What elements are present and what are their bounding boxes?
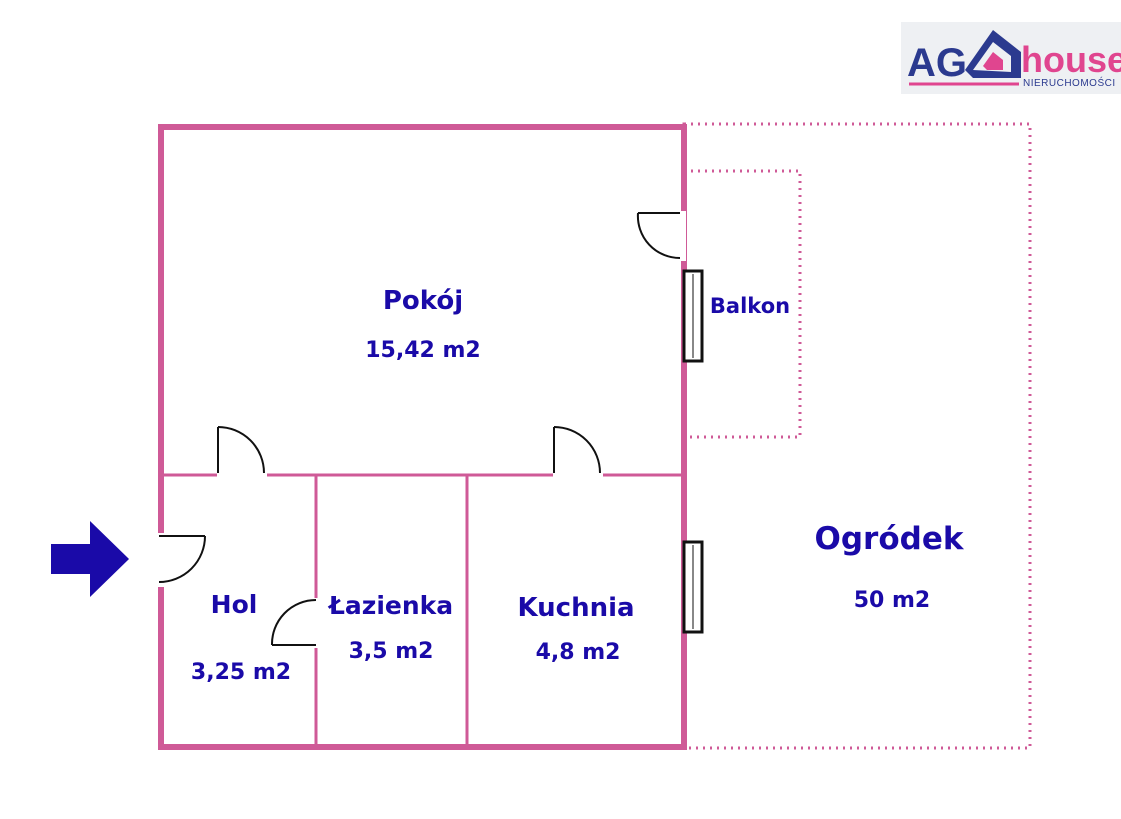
room-lazienka-area: 3,5 m2: [349, 639, 434, 664]
room-pokoj-area: 15,42 m2: [365, 338, 480, 363]
logo-tagline-text: NIERUCHOMOŚCI: [1023, 76, 1116, 89]
house-icon: [965, 30, 1021, 78]
room-kuchnia-name: Kuchnia: [517, 593, 634, 623]
agency-logo: AG house NIERUCHOMOŚCI: [901, 22, 1121, 94]
logo-ag-text: AG: [907, 41, 967, 85]
balcony-outline: [684, 169, 802, 439]
garden-outline: [682, 122, 1032, 750]
room-balkon-name: Balkon: [710, 294, 790, 318]
room-lazienka-name: Łazienka: [327, 591, 453, 620]
room-hol-area: 3,25 m2: [191, 660, 291, 685]
logo-house-text: house: [1021, 39, 1121, 80]
room-pokoj-name: Pokój: [383, 286, 463, 316]
door-lazienka: [270, 598, 320, 648]
door-hol-pokoj: [217, 426, 267, 479]
room-kuchnia-area: 4,8 m2: [536, 640, 621, 665]
door-kuchnia-pokoj: [553, 426, 603, 479]
door-entrance: [155, 533, 206, 587]
room-ogrodek-area: 50 m2: [854, 588, 931, 613]
room-hol-name: Hol: [211, 590, 258, 619]
outer-walls: [158, 124, 687, 750]
logo-graphic: AG house NIERUCHOMOŚCI: [907, 30, 1121, 89]
arrow-right-icon: [51, 521, 129, 597]
door-balcony: [636, 211, 686, 261]
room-ogrodek-name: Ogródek: [815, 521, 965, 557]
